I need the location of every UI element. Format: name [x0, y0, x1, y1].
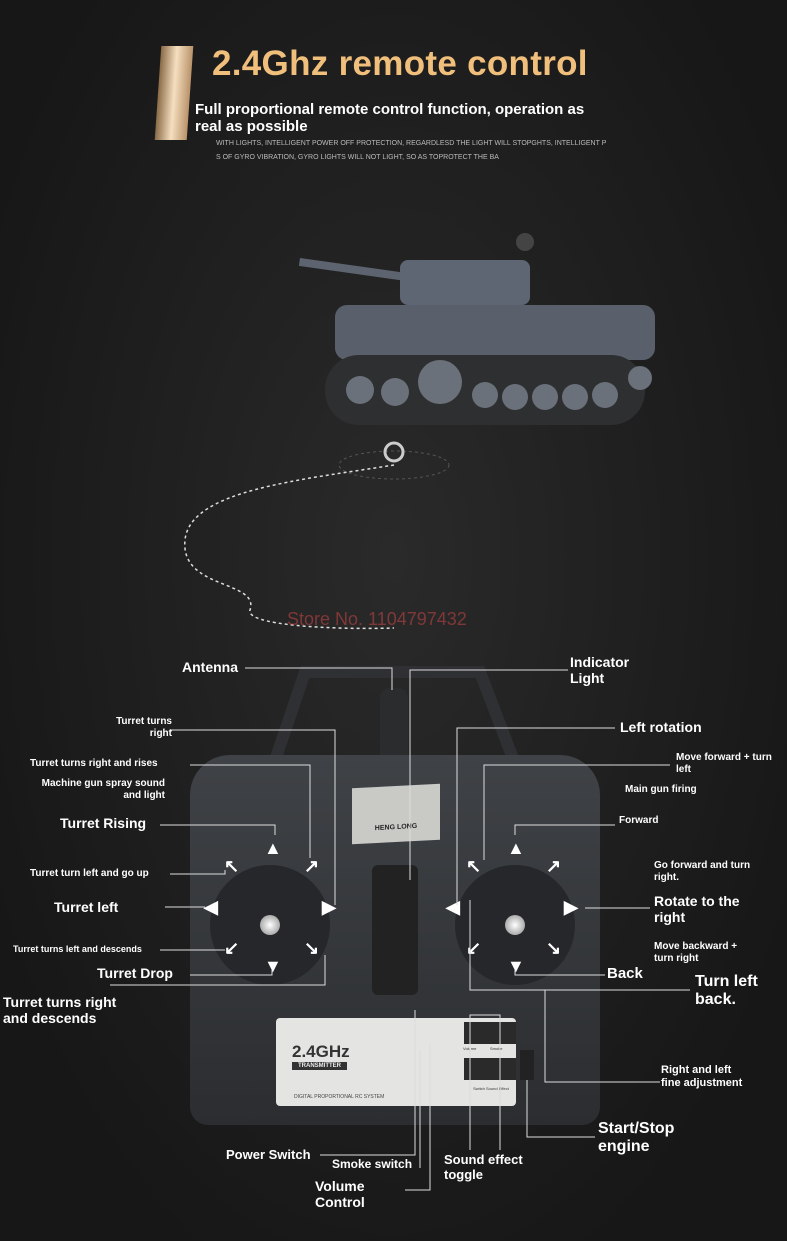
smoke-button[interactable] [488, 1022, 516, 1044]
page-title: 2.4Ghz remote control [212, 44, 588, 83]
label-machine-gun: Machine gun spray sound and light [41, 778, 165, 801]
label-turret-right-desc: Turret turns right and descends [3, 994, 117, 1027]
tank-illustration [184, 233, 655, 630]
arrow-up-left-icon: ↖ [224, 856, 240, 876]
label-back-right: Move backward + turn right [654, 941, 738, 964]
arrow-right-icon: ▶ [322, 897, 336, 917]
sound-effect-button[interactable] [488, 1058, 516, 1080]
label-left-rotation: Left rotation [620, 719, 702, 735]
label-indicator: Indicator Light [570, 654, 630, 687]
arrow-up-right-icon: ↗ [546, 856, 562, 876]
label-volume-control: Volume Control [315, 1178, 365, 1211]
power-switch[interactable] [520, 1050, 534, 1080]
arrow-left-icon: ◀ [446, 897, 460, 917]
label-fwd-right: Go forward and turn right. [654, 860, 751, 883]
label-power-switch: Power Switch [226, 1147, 311, 1162]
dashed-route [184, 464, 395, 630]
arrow-down-icon: ▼ [264, 956, 282, 976]
label-turret-drop: Turret Drop [97, 965, 173, 981]
label-turret-right-rises: Turret turns right and rises [30, 758, 158, 769]
label-back: Back [607, 965, 643, 982]
label-antenna: Antenna [182, 659, 238, 675]
fine-print: WITH LIGHTS, INTELLIGENT POWER OFF PROTE… [216, 137, 616, 165]
label-smoke-switch: Smoke switch [332, 1157, 413, 1171]
switch-label: Switch Sound Effect [473, 1086, 509, 1091]
label-fine-adjustment: Right and left fine adjustment [661, 1064, 743, 1089]
label-rotate-right: Rotate to the right [654, 893, 740, 926]
arrow-up-right-icon: ↗ [304, 856, 320, 876]
subtitle: Full proportional remote control functio… [195, 101, 585, 135]
label-start-stop: Start/Stop engine [598, 1120, 675, 1156]
transmitter-label-plate: 2.4GHz TRANSMITTER DIGITAL PROPORTIONAL … [276, 1018, 516, 1106]
label-sound-effect: Sound effect toggle [444, 1152, 523, 1182]
transmitter-badge: TRANSMITTER [292, 1062, 347, 1070]
store-watermark: Store No. 1104797432 [287, 609, 467, 629]
center-slot [372, 865, 418, 995]
label-fwd-left: Move forward + turn left [676, 752, 772, 775]
label-turret-left-desc: Turret turns left and descends [13, 944, 142, 954]
location-pin-icon [338, 441, 450, 480]
arrow-down-left-icon: ↙ [224, 938, 240, 958]
label-turret-left-up: Turret turn left and go up [30, 868, 149, 879]
arrow-up-left-icon: ↖ [466, 856, 482, 876]
fine-print-line: WITH LIGHTS, INTELLIGENT POWER OFF PROTE… [216, 140, 607, 147]
label-turn-left-back: Turn left back. [695, 973, 758, 1009]
logo-text: 2.4GHz [292, 1042, 350, 1061]
left-joystick[interactable] [260, 915, 280, 935]
volume-button[interactable] [464, 1022, 492, 1044]
arrow-down-icon: ▼ [507, 956, 525, 976]
arrow-left-icon: ◀ [204, 897, 218, 917]
label-forward: Forward [619, 815, 659, 826]
label-main-gun: Main gun firing [625, 784, 697, 795]
switch-button[interactable] [464, 1058, 492, 1080]
arrow-down-right-icon: ↘ [304, 938, 320, 958]
arrow-down-right-icon: ↘ [546, 938, 562, 958]
label-turret-left: Turret left [54, 899, 119, 915]
right-joystick[interactable] [505, 915, 525, 935]
arrow-right-icon: ▶ [564, 897, 578, 917]
smoke-label: Smoke [490, 1046, 503, 1051]
label-turret-rising: Turret Rising [60, 815, 147, 831]
arrow-up-icon: ▲ [264, 838, 282, 858]
arrow-up-icon: ▲ [507, 838, 525, 858]
tank-icon [298, 233, 655, 425]
system-text: DIGITAL PROPORTIONAL RC SYSTEM [294, 1094, 385, 1100]
label-turret-right: Turret turns right [116, 716, 172, 739]
fine-print-line: S OF GYRO VIBRATION, GYRO LIGHTS WILL NO… [216, 154, 499, 161]
